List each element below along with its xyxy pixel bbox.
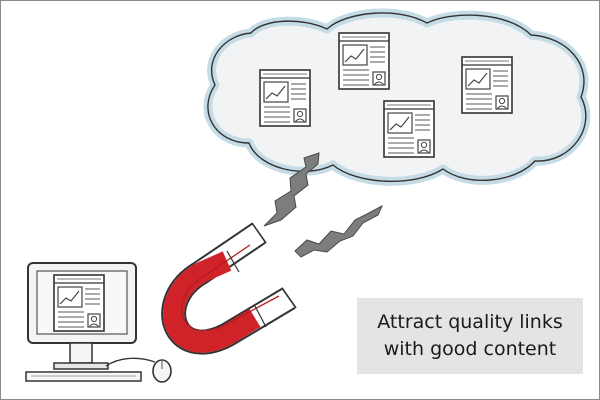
- caption-box: Attract quality links with good content: [357, 298, 583, 374]
- web-page-icon: [383, 100, 435, 158]
- signal-zigzag-icon: [294, 204, 384, 258]
- web-page-icon: [259, 69, 311, 127]
- web-page-icon: [53, 274, 105, 332]
- signal-zigzag-icon: [263, 152, 320, 227]
- web-page-icon: [338, 32, 390, 90]
- desktop-computer-icon: [25, 262, 142, 382]
- magnet-icon: [161, 222, 297, 355]
- mouse-icon: [105, 357, 172, 383]
- caption-line-2: with good content: [383, 338, 557, 360]
- caption-line-1: Attract quality links: [377, 311, 563, 333]
- web-page-icon: [461, 56, 513, 114]
- cloud-icon: [203, 8, 591, 186]
